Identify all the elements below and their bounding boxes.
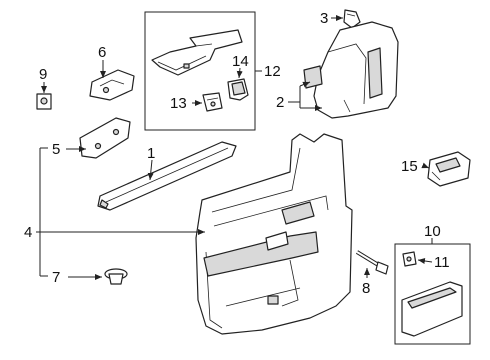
door-trim-panel-part bbox=[195, 133, 353, 335]
bolt-part bbox=[355, 250, 389, 275]
leader-lines bbox=[36, 15, 433, 280]
retainer-clip-part bbox=[227, 78, 249, 101]
callout-10: 10 bbox=[424, 223, 441, 240]
mounting-bracket-part bbox=[89, 69, 135, 101]
callout-11: 11 bbox=[434, 254, 450, 271]
window-switch-part bbox=[427, 151, 471, 187]
callout-15: 15 bbox=[401, 158, 418, 175]
storage-bin-part bbox=[401, 281, 463, 337]
push-pin-part bbox=[104, 268, 128, 285]
callout-5: 5 bbox=[52, 141, 60, 158]
callout-9: 9 bbox=[39, 66, 47, 83]
armrest-bolster-part bbox=[303, 21, 399, 119]
pull-cup-insert-part bbox=[151, 29, 243, 76]
kit-box bbox=[144, 11, 262, 131]
kit-clip-part bbox=[402, 251, 417, 267]
callout-13: 13 bbox=[170, 95, 187, 112]
callout-1: 1 bbox=[147, 145, 155, 162]
fastener-clip-part bbox=[202, 92, 223, 112]
reinforcement-bracket-part bbox=[79, 117, 131, 159]
upper-clip-part bbox=[343, 9, 361, 29]
callout-4: 4 bbox=[24, 224, 32, 241]
callout-12: 12 bbox=[264, 63, 281, 80]
callout-3: 3 bbox=[320, 10, 328, 27]
callout-8: 8 bbox=[362, 280, 370, 297]
nut-clip-part bbox=[36, 93, 52, 110]
callout-7: 7 bbox=[52, 269, 60, 286]
callout-2: 2 bbox=[276, 94, 284, 111]
callout-6: 6 bbox=[98, 44, 106, 61]
trim-strip-part bbox=[97, 141, 237, 211]
callout-14: 14 bbox=[232, 53, 249, 70]
